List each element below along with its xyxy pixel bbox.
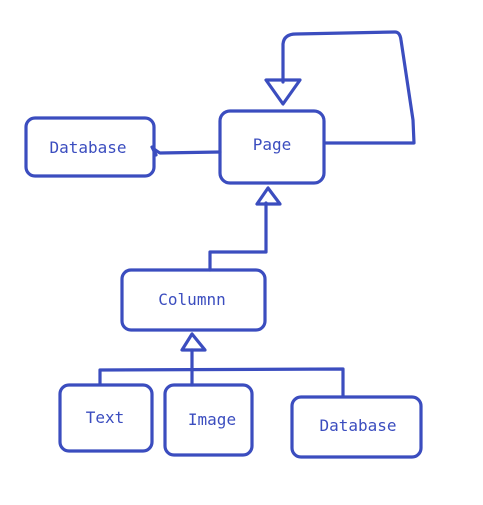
node-label-database-bottom: Database <box>319 416 396 435</box>
node-label-database-top: Database <box>49 138 126 157</box>
edge-database-page <box>152 147 222 155</box>
edge-column-page <box>208 201 268 272</box>
edge-page-self-loop <box>281 30 416 145</box>
arrowhead-children-column <box>180 332 207 352</box>
node-label-text: Text <box>86 408 125 427</box>
arrowhead-self-loop <box>264 78 302 106</box>
node-label-page: Page <box>253 135 292 154</box>
arrowhead-column-page <box>255 186 282 206</box>
node-database-top <box>24 116 156 178</box>
edge-children-column <box>98 367 345 398</box>
node-label-image: Image <box>188 410 236 429</box>
node-label-column: Columnn <box>158 290 225 309</box>
node-page <box>218 109 326 185</box>
node-column <box>120 268 267 332</box>
node-image <box>163 383 254 457</box>
node-database-bottom <box>290 395 423 459</box>
node-text <box>58 383 154 453</box>
